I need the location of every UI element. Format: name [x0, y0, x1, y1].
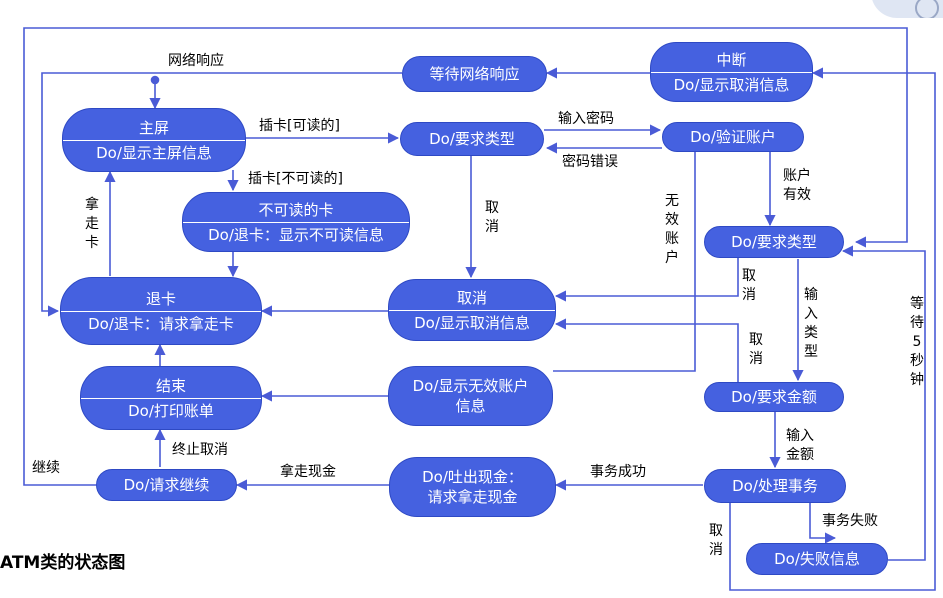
initial-state-dot [150, 75, 160, 85]
label-take-card: 拿走卡 [85, 197, 99, 251]
state-cancel-name: 取消 [389, 288, 555, 311]
logo-badge [871, 0, 943, 18]
state-request-amount[interactable]: Do/要求金额 [704, 382, 844, 412]
label-insert-readable: 插卡[可读的] [259, 118, 340, 134]
label-account-valid: 账户有效 [783, 168, 811, 203]
label-take-cash: 拿走现金 [280, 464, 336, 480]
state-main-screen-activity: Do/显示主屏信息 [96, 143, 212, 162]
state-unreadable-card[interactable]: 不可读的卡 Do/退卡：显示不可读信息 [182, 192, 410, 252]
state-cancel-activity: Do/显示取消信息 [414, 313, 530, 332]
state-dispense-cash-line2: 请求拿走现金 [427, 488, 518, 506]
state-process-transaction-activity: Do/处理事务 [732, 477, 818, 495]
state-failure-info-activity: Do/失败信息 [774, 550, 860, 568]
state-request-type-2-activity: Do/要求类型 [731, 233, 817, 251]
label-continue: 继续 [32, 460, 60, 476]
state-end-activity: Do/打印账单 [128, 401, 214, 420]
state-invalid-account[interactable]: Do/显示无效账户 信息 [388, 366, 553, 426]
state-cancel[interactable]: 取消 Do/显示取消信息 [388, 279, 556, 341]
label-insert-unreadable: 插卡[不可读的] [248, 171, 343, 187]
state-eject-card-activity: Do/退卡：请求拿走卡 [88, 314, 234, 333]
state-request-continue[interactable]: Do/请求继续 [96, 469, 237, 501]
state-request-continue-activity: Do/请求继续 [123, 476, 210, 494]
diagram-title: ATM类的状态图 [0, 553, 126, 573]
state-invalid-account-line2: 信息 [455, 397, 486, 415]
state-interrupt[interactable]: 中断 Do/显示取消信息 [650, 42, 813, 102]
state-verify-account-activity: Do/验证账户 [690, 128, 776, 146]
state-eject-card-name: 退卡 [61, 289, 261, 312]
edge-continue-loop [23, 27, 908, 486]
label-cancel-2: 取消 [742, 268, 756, 303]
state-process-transaction[interactable]: Do/处理事务 [704, 469, 846, 503]
state-dispense-cash-line1: Do/吐出现金： [422, 468, 523, 486]
label-enter-type: 输入类型 [804, 287, 818, 360]
label-wait-5s: 等待5秒钟 [910, 296, 924, 388]
label-end-cancel: 终止取消 [172, 442, 228, 458]
state-main-screen[interactable]: 主屏 Do/显示主屏信息 [62, 108, 246, 172]
seal-icon [915, 0, 939, 18]
state-end-name: 结束 [81, 376, 261, 399]
label-cancel-1: 取消 [485, 200, 499, 235]
state-unreadable-card-activity: Do/退卡：显示不可读信息 [208, 225, 384, 244]
state-interrupt-name: 中断 [651, 50, 812, 73]
state-verify-account[interactable]: Do/验证账户 [662, 122, 804, 152]
state-main-screen-name: 主屏 [63, 118, 245, 141]
edge-request-amount-to-cancel [554, 318, 739, 382]
state-request-type-1-activity: Do/要求类型 [429, 130, 515, 148]
state-eject-card[interactable]: 退卡 Do/退卡：请求拿走卡 [60, 277, 262, 345]
edge-process-to-failure [809, 503, 837, 544]
state-dispense-cash[interactable]: Do/吐出现金： 请求拿走现金 [389, 457, 556, 517]
label-invalid-account: 无效账户 [665, 193, 679, 266]
state-wait-network-name: 等待网络响应 [429, 65, 520, 83]
edge-request-type-2-to-cancel [554, 255, 739, 302]
state-interrupt-activity: Do/显示取消信息 [673, 75, 790, 94]
state-failure-info[interactable]: Do/失败信息 [746, 543, 888, 575]
state-wait-network[interactable]: 等待网络响应 [402, 56, 547, 92]
edge-failure-to-request-type-2 [841, 245, 926, 561]
state-invalid-account-line1: Do/显示无效账户 [412, 377, 529, 395]
state-request-type-1[interactable]: Do/要求类型 [400, 122, 544, 156]
label-cancel-3: 取消 [749, 332, 763, 367]
edge-wait-network-to-eject [41, 72, 402, 317]
edge-verify-to-invalid-account [553, 150, 696, 372]
label-network-response: 网络响应 [168, 53, 224, 69]
label-transaction-failure: 事务失败 [822, 513, 878, 529]
edge-process-to-interrupt [729, 67, 936, 591]
state-end[interactable]: 结束 Do/打印账单 [80, 366, 262, 430]
state-unreadable-card-name: 不可读的卡 [183, 200, 409, 223]
state-request-amount-activity: Do/要求金额 [731, 388, 817, 406]
state-request-type-2[interactable]: Do/要求类型 [704, 226, 844, 258]
label-password-error: 密码错误 [562, 154, 618, 170]
label-enter-password: 输入密码 [558, 111, 614, 127]
label-transaction-success: 事务成功 [590, 464, 646, 480]
label-cancel-4: 取消 [709, 523, 723, 558]
label-enter-amount: 输入金额 [786, 428, 814, 463]
